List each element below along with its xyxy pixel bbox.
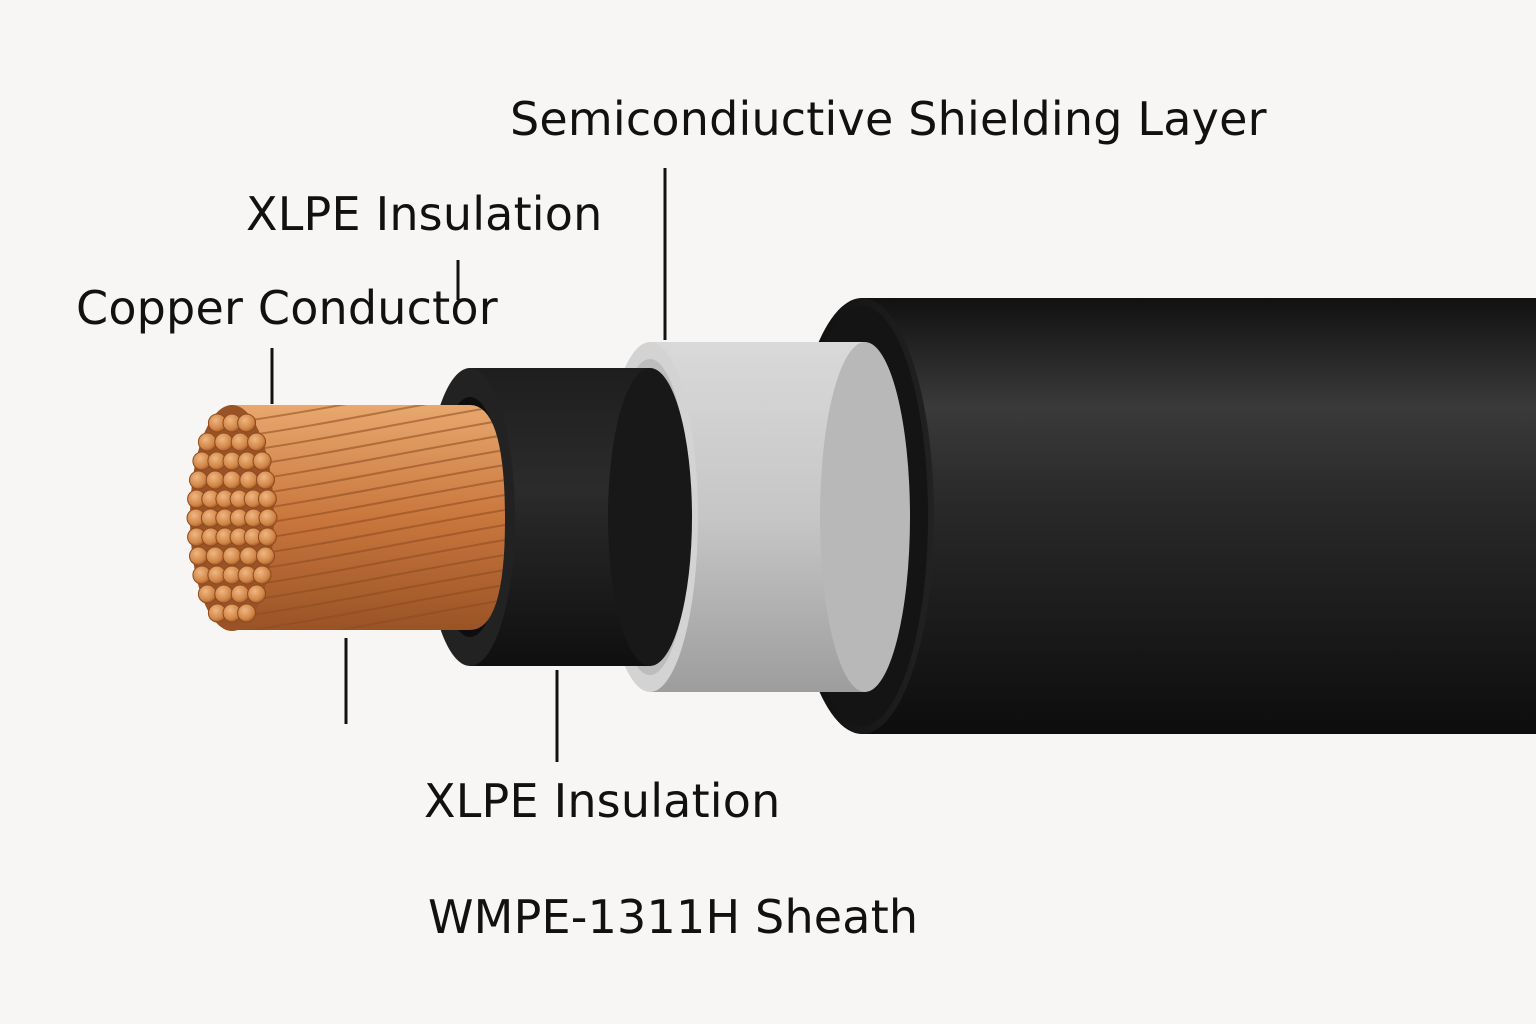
copper-strand — [230, 405, 505, 439]
label-sheath: WMPE-1311H Sheath — [428, 890, 919, 944]
copper-strand-end — [205, 546, 225, 566]
label-xlpe-insulation-top: XLPE Insulation — [246, 187, 603, 241]
copper-strand-end — [237, 603, 257, 623]
copper-strand-end — [257, 527, 277, 547]
label-semiconductive-shielding-layer: Semicondiuctive Shielding Layer — [510, 92, 1267, 146]
copper-strand-end — [214, 584, 234, 604]
copper-strand-end — [197, 432, 217, 452]
copper-strand-end — [230, 584, 250, 604]
copper-strand-end — [257, 489, 277, 509]
label-xlpe-insulation-bottom: XLPE Insulation — [424, 774, 781, 828]
leader-lines — [270, 168, 667, 762]
copper-strand-end — [256, 546, 275, 566]
copper-strand-end — [258, 508, 278, 528]
copper-strand-end — [239, 470, 259, 490]
copper-strand-end — [247, 432, 267, 452]
copper-strand-end — [189, 470, 208, 490]
copper-strand-end — [222, 470, 242, 490]
copper-strand-end — [237, 413, 257, 433]
copper-conductor — [186, 405, 505, 631]
copper-strand-end — [230, 432, 250, 452]
copper-strand — [230, 599, 505, 630]
copper-strand-end — [189, 546, 208, 566]
copper-strand — [230, 584, 505, 630]
copper-strand-end — [214, 432, 234, 452]
copper-strand-end — [239, 546, 259, 566]
copper-strand-end — [256, 470, 275, 490]
copper-strand-end — [247, 584, 267, 604]
copper-strand-end — [252, 451, 272, 471]
copper-strand-end — [197, 584, 217, 604]
copper-strand-end — [205, 470, 225, 490]
copper-strand — [230, 405, 505, 424]
copper-strand-end — [222, 546, 242, 566]
label-copper-conductor: Copper Conductor — [76, 281, 498, 335]
copper-strand — [230, 569, 505, 619]
copper-strand-end — [252, 565, 272, 585]
